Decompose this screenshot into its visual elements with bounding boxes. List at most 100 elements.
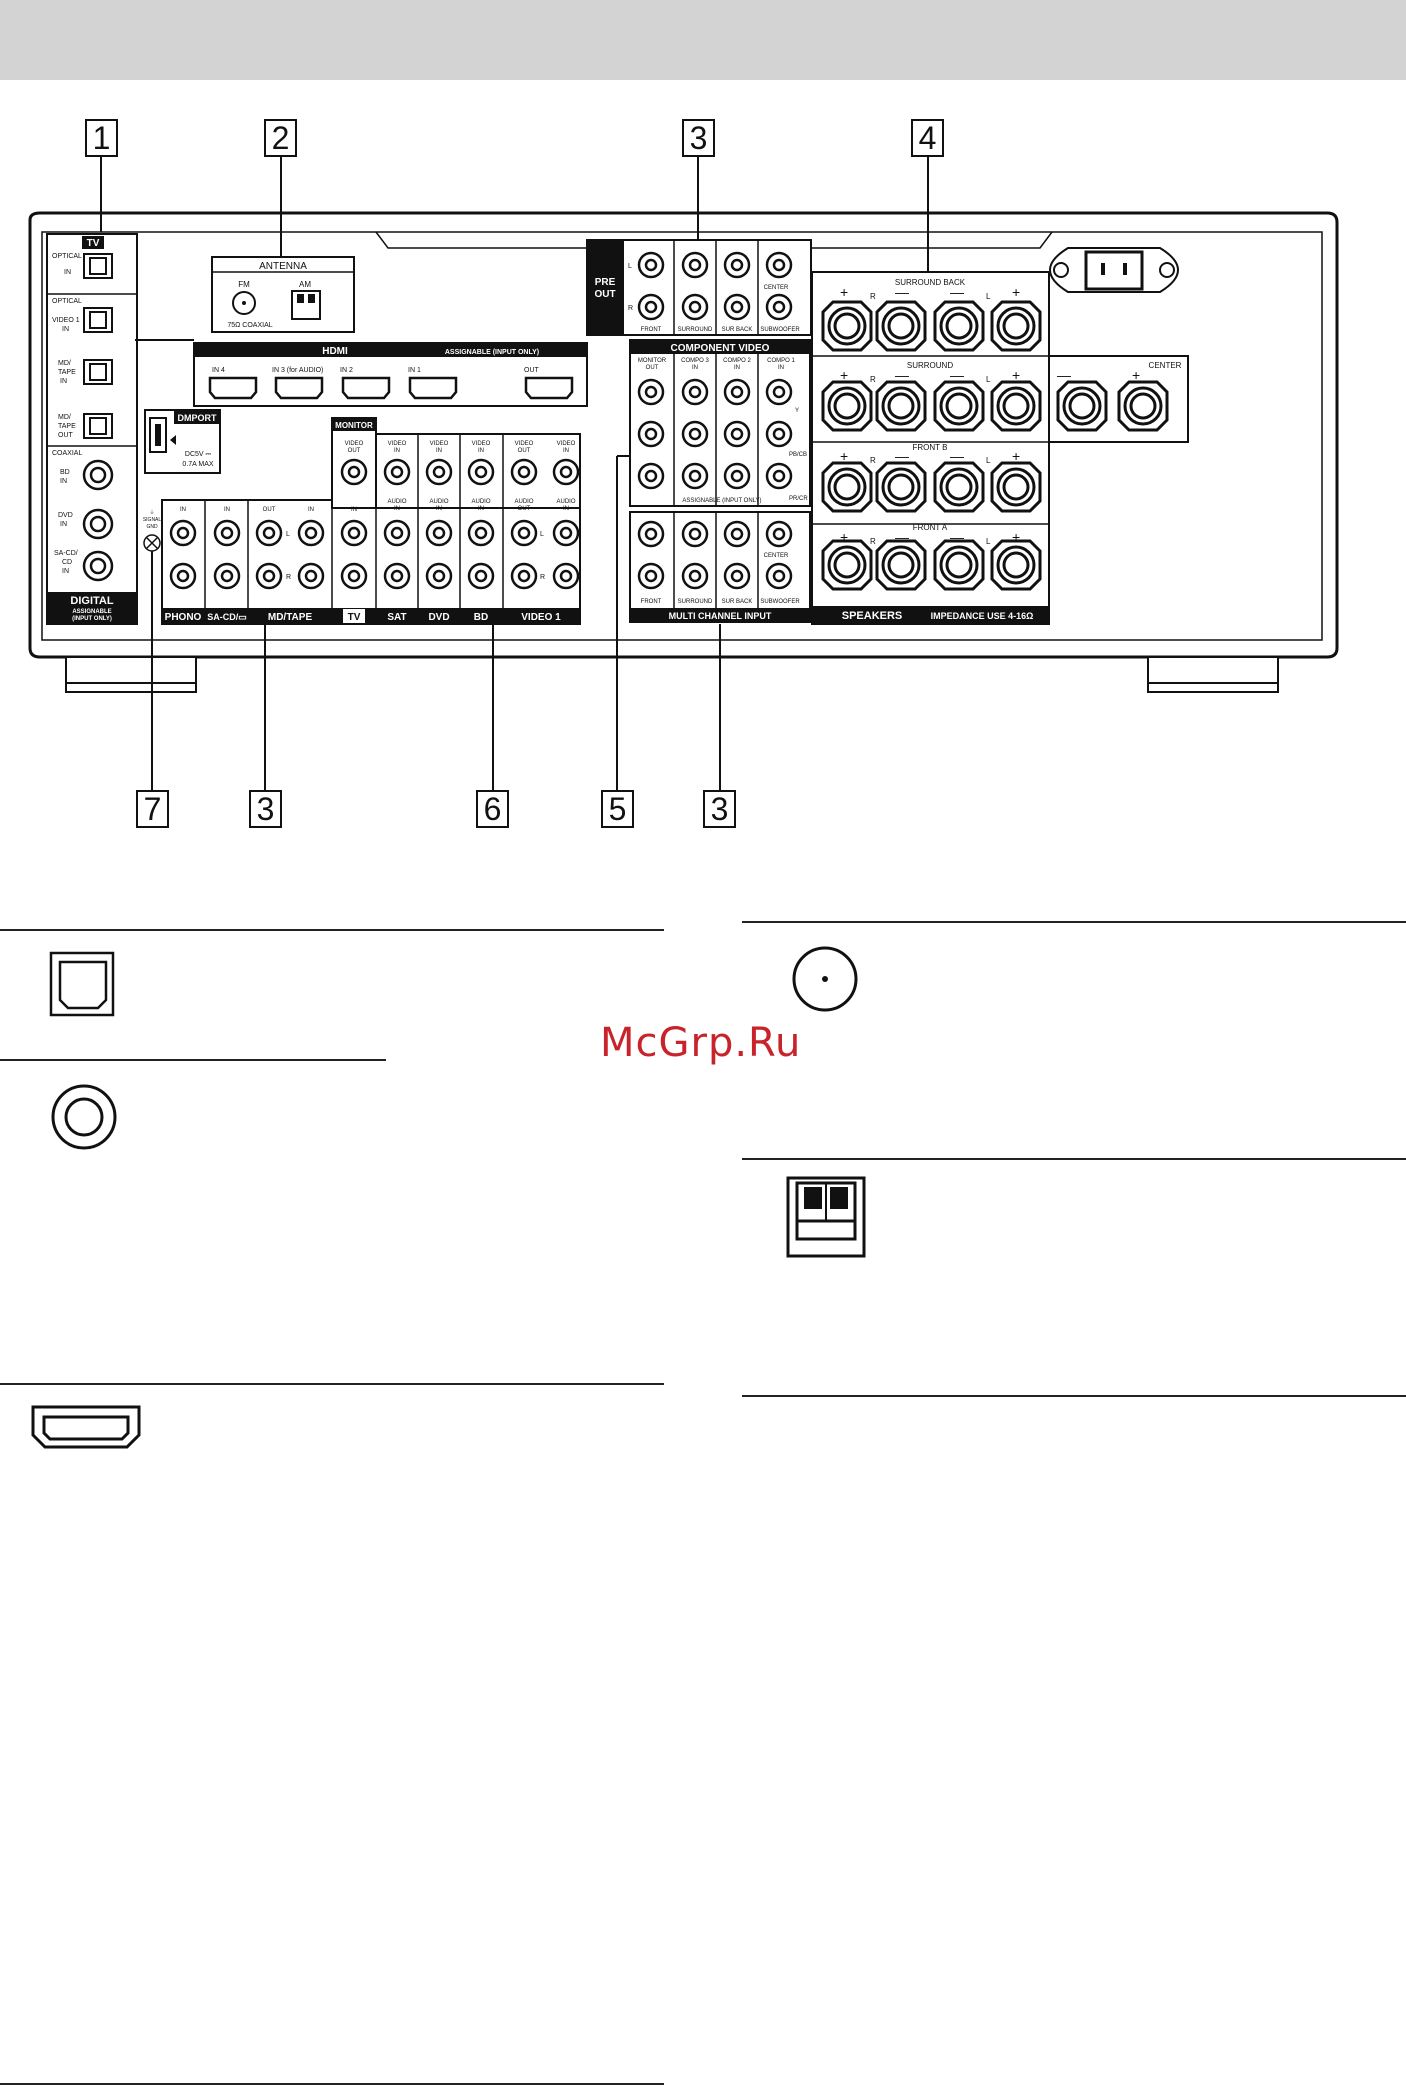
tv-digital-label: TV [87,238,100,249]
group-label-mdtape: MD/TAPE [268,612,313,623]
svg-text:R: R [870,375,876,384]
svg-text:VIDEO: VIDEO [388,441,407,447]
svg-text:IN: IN [308,507,314,513]
foot-right [1147,656,1279,693]
svg-text:Y: Y [795,408,799,414]
svg-text:IN: IN [734,365,740,371]
svg-text:DMPORT: DMPORT [178,413,217,423]
svg-text:AUDIO: AUDIO [429,499,448,505]
svg-text:PB/CB: PB/CB [789,452,807,458]
svg-text:SURROUND BACK: SURROUND BACK [895,278,966,287]
divider [742,921,1406,923]
group-label-dvd: DVD [428,612,449,623]
callout-6: 6 [476,790,509,828]
svg-text:R: R [870,292,876,301]
svg-text:R: R [286,574,291,581]
svg-text:SURROUND: SURROUND [907,361,953,370]
svg-text:SURROUND: SURROUND [678,327,713,333]
svg-text:L: L [986,292,991,301]
svg-text:MONITOR: MONITOR [638,358,667,364]
svg-text:COMPO 2: COMPO 2 [723,358,751,364]
svg-text:IN: IN [64,269,71,276]
svg-text:—: — [950,284,964,300]
svg-text:MD/: MD/ [58,360,71,367]
svg-text:75Ω COAXIAL: 75Ω COAXIAL [227,322,272,329]
svg-text:5: 5 [609,791,627,827]
svg-text:FRONT: FRONT [641,599,662,605]
svg-text:OUT: OUT [518,506,531,512]
svg-text:IN: IN [394,506,400,512]
group-label-bd: BD [474,612,488,623]
svg-text:OUT: OUT [263,507,276,513]
svg-text:SA-CD/: SA-CD/ [54,550,78,557]
chassis-inner [41,231,1323,641]
svg-text:TAPE: TAPE [58,423,76,430]
svg-text:+: + [1012,367,1020,383]
svg-text:ANTENNA: ANTENNA [259,261,307,272]
svg-text:R: R [870,537,876,546]
svg-text:IN 3 (for AUDIO): IN 3 (for AUDIO) [272,367,323,374]
svg-text:+: + [1012,448,1020,464]
svg-text:COMPO 1: COMPO 1 [767,358,795,364]
group-label-phono: PHONO [165,612,202,623]
svg-text:DC5V ⎓: DC5V ⎓ [185,451,212,458]
monitor-out-section [331,417,377,509]
svg-text:CENTER: CENTER [764,553,789,559]
svg-text:AUDIO: AUDIO [556,499,575,505]
svg-text:R: R [540,574,545,581]
svg-text:0.7A MAX: 0.7A MAX [182,461,213,468]
svg-text:IN: IN [224,507,230,513]
svg-text:ASSIGNABLE: ASSIGNABLE [72,609,111,615]
svg-text:SUR BACK: SUR BACK [722,599,753,605]
watermark: McGrp.Ru [600,1020,802,1066]
svg-text:(INPUT ONLY): (INPUT ONLY) [72,616,112,622]
callout-5: 5 [601,790,634,828]
svg-text:SPEAKERS: SPEAKERS [842,610,903,622]
receiver-rear-panel-diagram: TV OPTICAL IN OPTICAL VIDEO 1 IN MD/ TAP… [28,119,1339,828]
svg-text:FRONT: FRONT [641,327,662,333]
svg-text:3: 3 [690,120,708,156]
svg-text:IN 4: IN 4 [212,367,225,374]
svg-text:CENTER: CENTER [1149,361,1182,370]
digital-section [46,233,138,625]
svg-text:IN: IN [180,507,186,513]
svg-text:6: 6 [484,791,502,827]
callout-7: 7 [136,790,169,828]
svg-text:ASSIGNABLE (INPUT ONLY): ASSIGNABLE (INPUT ONLY) [682,498,761,504]
svg-text:OUT: OUT [594,289,615,300]
svg-text:7: 7 [144,791,162,827]
optical-connector-icon [49,951,115,1017]
svg-text:VIDEO: VIDEO [345,441,364,447]
svg-text:IN: IN [563,448,569,454]
svg-text:—: — [895,529,909,545]
callout-3-bottom: 3 [703,790,736,828]
digital-label: DIGITAL [70,595,113,607]
svg-text:AUDIO: AUDIO [471,499,490,505]
svg-text:VIDEO: VIDEO [472,441,491,447]
svg-text:PR/CR: PR/CR [789,496,808,502]
svg-text:AUDIO: AUDIO [514,499,533,505]
svg-text:IN: IN [478,506,484,512]
svg-text:+: + [1132,367,1140,383]
svg-text:+: + [1012,529,1020,545]
svg-text:COMPO 3: COMPO 3 [681,358,709,364]
svg-text:VIDEO 1: VIDEO 1 [52,317,80,324]
analog-audio-video-section [161,499,581,625]
svg-text:OUT: OUT [646,365,659,371]
svg-text:FRONT B: FRONT B [913,443,948,452]
header-band [0,0,1406,80]
foot-left [65,656,197,693]
svg-text:L: L [986,375,991,384]
svg-text:PRE: PRE [595,277,616,288]
svg-text:IN: IN [778,365,784,371]
svg-text:—: — [895,367,909,383]
svg-text:L: L [986,456,991,465]
svg-text:IN: IN [62,326,69,333]
svg-text:OUT: OUT [518,448,531,454]
coaxial-connector-icon [51,1084,117,1150]
divider [742,1395,1406,1397]
svg-text:IN 1: IN 1 [408,367,421,374]
svg-text:HDMI: HDMI [322,346,348,357]
svg-text:DVD: DVD [58,512,73,519]
svg-text:FM: FM [238,280,250,289]
